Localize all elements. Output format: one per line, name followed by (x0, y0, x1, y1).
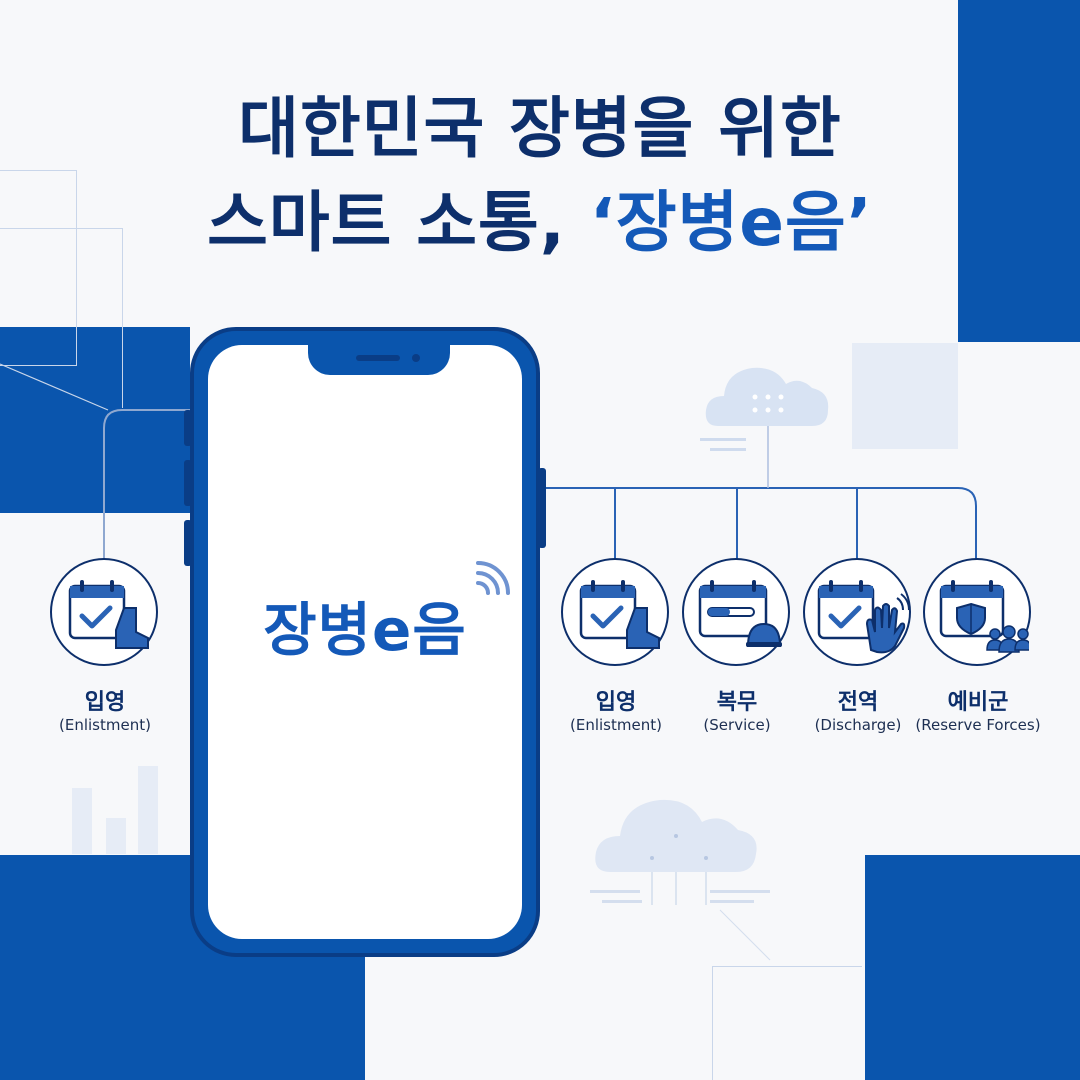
cloud-icon (700, 367, 829, 451)
speaker-icon (356, 355, 400, 361)
step-circle (50, 558, 158, 666)
deco-line (0, 170, 77, 366)
step-circle (803, 558, 911, 666)
bg-block-bottom-right (865, 855, 1080, 1080)
step-circle (682, 558, 790, 666)
step-sublabel: (Enlistment) (59, 716, 151, 734)
step-circle (923, 558, 1031, 666)
phone-notch (308, 345, 450, 375)
step-label: 예비군 (947, 690, 1009, 715)
step-sublabel: (Enlistment) (570, 716, 662, 734)
phone-side-button (184, 520, 192, 566)
step-label: 복무 (716, 690, 758, 715)
bg-block-left (0, 327, 190, 513)
deco-line (0, 228, 122, 229)
deco-line (712, 966, 862, 967)
signal-waves-icon (476, 561, 510, 595)
calendar-boot-icon (68, 580, 149, 649)
calendar-wave-icon (817, 580, 909, 654)
phone-side-button (184, 410, 192, 446)
bg-bar-1 (72, 788, 92, 854)
page-subtitle: 스마트 소통, ‘장병e음’ (0, 190, 1080, 256)
phone-side-button (184, 460, 192, 506)
calendar-helmet-icon (698, 580, 782, 647)
cloud-icon (590, 799, 770, 903)
bg-bar-2 (106, 818, 126, 854)
step-label: 전역 (837, 690, 879, 715)
smartphone: 장병e음 (190, 327, 540, 957)
step-sublabel: (Service) (703, 716, 771, 734)
phone-power-button (538, 468, 546, 548)
bg-bar-3 (138, 766, 158, 854)
step-sublabel: (Discharge) (814, 716, 902, 734)
phone-screen: 장병e음 (208, 345, 522, 939)
subtitle-prefix: 스마트 소통, (207, 184, 590, 261)
step-label: 입영 (595, 690, 637, 715)
deco-line (712, 966, 713, 1080)
deco-line (122, 228, 123, 408)
calendar-boot-icon (579, 580, 660, 649)
calendar-shield-icon (939, 580, 1029, 653)
bg-pale-square (852, 343, 958, 449)
subtitle-app-name: ‘장병e음’ (589, 184, 873, 261)
step-label: 입영 (84, 690, 126, 715)
step-circle (561, 558, 669, 666)
page-title: 대한민국 장병을 위한 (238, 90, 842, 167)
bg-block-top-right (958, 0, 1080, 342)
step-sublabel: (Reserve Forces) (915, 716, 1041, 734)
app-logo: 장병e음 (263, 596, 467, 664)
camera-icon (412, 354, 420, 362)
